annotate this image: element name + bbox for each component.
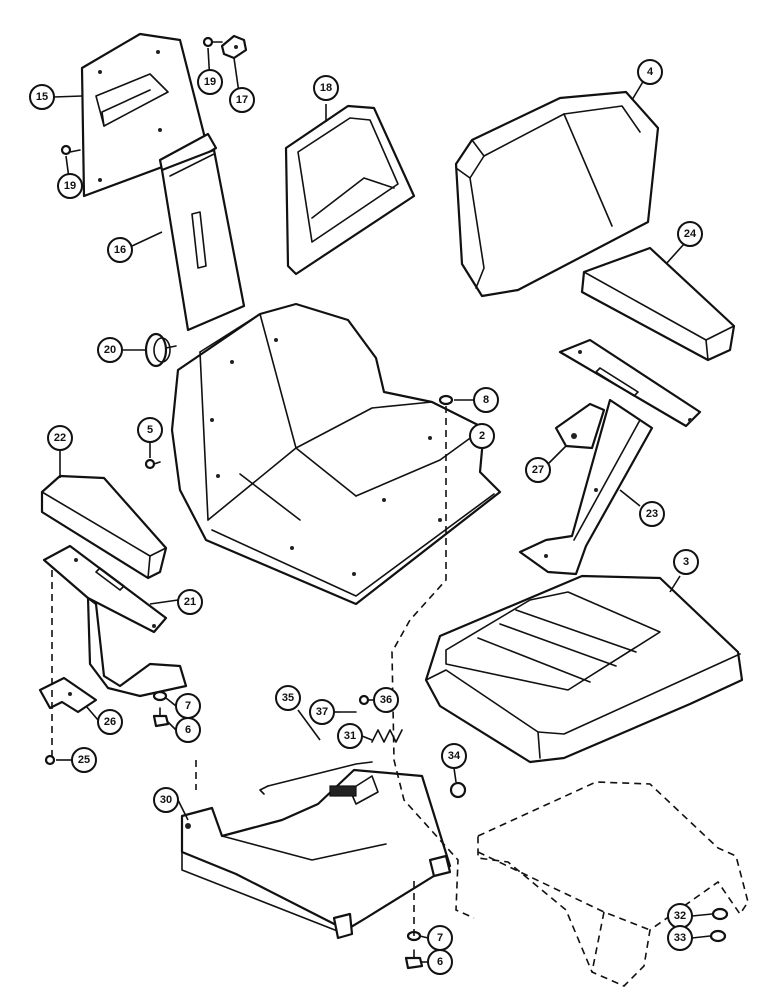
part-34-plug bbox=[449, 781, 467, 799]
svg-text:15: 15 bbox=[36, 91, 48, 103]
part-2-seat-pan bbox=[170, 302, 502, 606]
part-20-adjustment-knob bbox=[144, 332, 177, 368]
part-33-nut bbox=[709, 929, 727, 943]
callout-5: 5 bbox=[137, 417, 163, 443]
callout-24: 24 bbox=[677, 221, 703, 247]
part-19-screw-top bbox=[202, 36, 223, 48]
callout-18: 18 bbox=[313, 75, 339, 101]
callout-21: 21 bbox=[177, 589, 203, 615]
svg-text:36: 36 bbox=[380, 694, 392, 706]
part-30-seat-slide-base bbox=[180, 768, 452, 940]
callout-3: 3 bbox=[673, 549, 699, 575]
callout-20: 20 bbox=[97, 337, 123, 363]
callout-36: 36 bbox=[373, 687, 399, 713]
part-7-washer-upper bbox=[152, 690, 168, 702]
callout-2: 2 bbox=[469, 423, 495, 449]
part-17-clip bbox=[220, 34, 248, 60]
part-4-backrest-cushion bbox=[454, 90, 660, 298]
callout-19: 19 bbox=[197, 69, 223, 95]
part-25-bolt bbox=[44, 754, 56, 766]
part-18-center-shroud bbox=[284, 104, 416, 276]
svg-text:20: 20 bbox=[104, 344, 116, 356]
svg-text:21: 21 bbox=[184, 596, 196, 608]
part-26-mount-plate bbox=[38, 676, 98, 714]
svg-text:32: 32 bbox=[674, 910, 686, 922]
svg-text:30: 30 bbox=[160, 794, 172, 806]
svg-text:25: 25 bbox=[78, 754, 90, 766]
part-27-bracket bbox=[554, 402, 606, 450]
callout-8: 8 bbox=[473, 387, 499, 413]
svg-text:2: 2 bbox=[479, 430, 485, 442]
callout-7: 7 bbox=[175, 693, 201, 719]
part-31-spring bbox=[371, 729, 403, 743]
svg-text:6: 6 bbox=[437, 956, 443, 968]
callout-6: 6 bbox=[175, 717, 201, 743]
alignment-lines bbox=[51, 406, 475, 936]
part-19-screw-left bbox=[60, 144, 81, 156]
svg-text:33: 33 bbox=[674, 932, 686, 944]
part-16-back-bracket bbox=[158, 132, 246, 332]
svg-text:22: 22 bbox=[54, 432, 66, 444]
callout-31: 31 bbox=[337, 723, 363, 749]
svg-text:4: 4 bbox=[647, 66, 654, 78]
leader-lines bbox=[53, 47, 713, 963]
svg-text:7: 7 bbox=[185, 700, 191, 712]
svg-text:7: 7 bbox=[437, 932, 443, 944]
callout-19: 19 bbox=[57, 173, 83, 199]
callout-4: 4 bbox=[637, 59, 663, 85]
callout-34: 34 bbox=[441, 743, 467, 769]
part-36-clip bbox=[358, 694, 370, 706]
part-6-bolt-lower bbox=[404, 949, 424, 970]
callout-15: 15 bbox=[29, 84, 55, 110]
part-8-nut bbox=[438, 394, 454, 406]
callout-25: 25 bbox=[71, 747, 97, 773]
svg-text:37: 37 bbox=[316, 706, 328, 718]
part-5-bolt bbox=[144, 458, 161, 470]
part-32-washer bbox=[711, 907, 729, 921]
svg-text:23: 23 bbox=[646, 508, 658, 520]
svg-text:19: 19 bbox=[204, 76, 216, 88]
dashed-seat-base bbox=[477, 781, 749, 987]
callout-23: 23 bbox=[639, 501, 665, 527]
svg-text:19: 19 bbox=[64, 180, 76, 192]
svg-text:6: 6 bbox=[185, 724, 191, 736]
part-6-bolt-upper bbox=[152, 707, 170, 728]
svg-text:35: 35 bbox=[282, 692, 294, 704]
callout-37: 37 bbox=[309, 699, 335, 725]
callout-6: 6 bbox=[427, 949, 453, 975]
callout-32: 32 bbox=[667, 903, 693, 929]
callout-30: 30 bbox=[153, 787, 179, 813]
callout-22: 22 bbox=[47, 425, 73, 451]
callout-27: 27 bbox=[525, 457, 551, 483]
callout-16: 16 bbox=[107, 237, 133, 263]
callout-17: 17 bbox=[229, 87, 255, 113]
callout-35: 35 bbox=[275, 685, 301, 711]
svg-text:27: 27 bbox=[532, 464, 544, 476]
svg-text:16: 16 bbox=[114, 244, 126, 256]
part-23-right-arm-bracket bbox=[518, 338, 702, 576]
callout-7: 7 bbox=[427, 925, 453, 951]
svg-text:3: 3 bbox=[683, 556, 689, 568]
svg-text:18: 18 bbox=[320, 82, 332, 94]
svg-text:24: 24 bbox=[684, 228, 697, 240]
svg-text:8: 8 bbox=[483, 394, 489, 406]
part-21-left-arm-bracket bbox=[42, 544, 188, 698]
svg-text:34: 34 bbox=[448, 750, 461, 762]
part-3-seat-cushion bbox=[424, 574, 744, 764]
part-24-right-armrest-pad bbox=[580, 246, 736, 362]
callout-26: 26 bbox=[97, 709, 123, 735]
part-22-left-armrest-pad bbox=[40, 474, 168, 580]
part-35-release-rod bbox=[259, 761, 373, 795]
svg-text:17: 17 bbox=[236, 94, 248, 106]
svg-text:31: 31 bbox=[344, 730, 356, 742]
callout-33: 33 bbox=[667, 925, 693, 951]
svg-text:5: 5 bbox=[147, 424, 153, 436]
svg-text:26: 26 bbox=[104, 716, 116, 728]
